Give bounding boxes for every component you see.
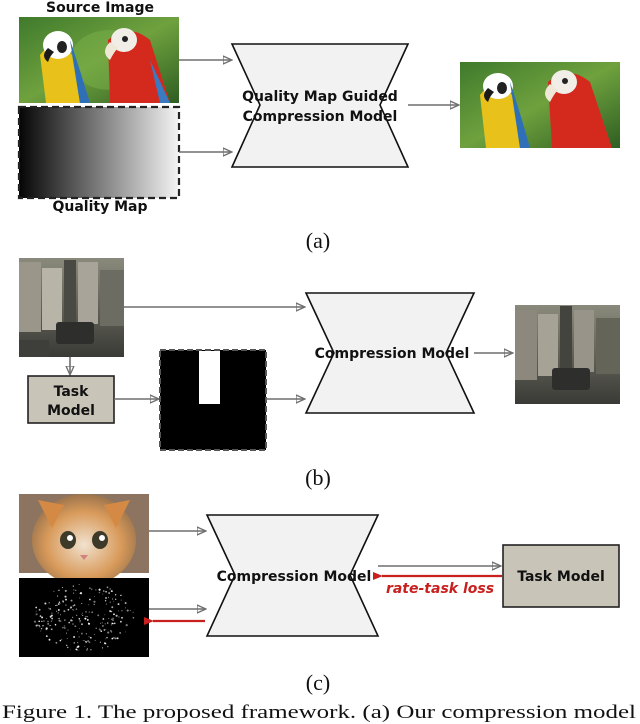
- source-image-label: Source Image: [46, 0, 154, 16]
- model-label-b: Compression Model: [315, 346, 470, 362]
- panel-b-caption: (b): [305, 465, 331, 490]
- quality-map-gradient: [17, 105, 181, 200]
- quality-map-label: Quality Map: [52, 199, 147, 215]
- compression-model-box-c: [205, 514, 380, 637]
- rate-task-loss-label: rate-task loss: [386, 581, 494, 597]
- source-image-parrots: [19, 17, 179, 103]
- task-model-box-b: [27, 375, 115, 424]
- task-model-b-line2: Model: [47, 403, 95, 419]
- panel-a-caption: (a): [306, 228, 330, 253]
- source-image-cat: [19, 494, 149, 586]
- compression-model-box-b: [304, 292, 476, 414]
- panel-c-caption: (c): [306, 670, 330, 695]
- task-saliency-map: [19, 578, 149, 657]
- model-label-a-line2: Compression Model: [243, 109, 398, 125]
- task-model-box-c: [502, 544, 620, 608]
- reconstructed-image-street: [515, 305, 620, 404]
- task-mask-map: [159, 349, 267, 451]
- model-label-c: Compression Model: [217, 569, 372, 585]
- reconstructed-image-parrots: [460, 62, 620, 148]
- source-image-street: [19, 258, 124, 357]
- task-model-label-c: Task Model: [517, 569, 605, 585]
- model-label-a-line1: Quality Map Guided: [242, 89, 398, 105]
- task-model-b-line1: Task: [54, 384, 90, 400]
- figure-caption: Figure 1. The proposed framework. (a) Ou…: [2, 702, 636, 723]
- quality-map-guided-model-box: [230, 43, 410, 168]
